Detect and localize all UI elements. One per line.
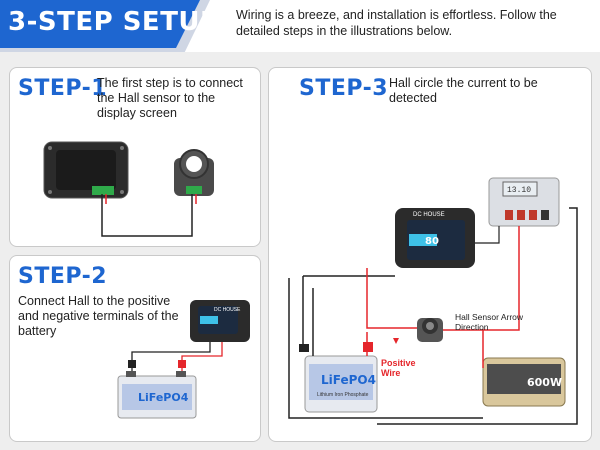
battery-sub: Lithium Iron Phosphate [317, 392, 369, 398]
step-2-text: Connect Hall to the positive and negativ… [18, 294, 179, 338]
step-1-text: The first step is to connect the Hall se… [97, 76, 243, 120]
header-banner [0, 0, 200, 48]
wire-red-positive [366, 268, 417, 329]
step-3-illustration: 13.10 80 DC HOUSE LiFePO4 Lithium Iron P… [288, 177, 578, 425]
inverter-power: 600W [527, 376, 562, 389]
step-3-title: STEP-3 [299, 76, 389, 101]
step-2-illustration: DC HOUSE LiFePO4 [117, 300, 250, 419]
step-3-text: Hall circle the current to be detected [389, 76, 538, 105]
step-2-title: STEP-2 [18, 264, 108, 289]
step-1-title: STEP-1 [18, 76, 108, 101]
arrow-icon [393, 338, 399, 344]
wire-black-main [288, 278, 483, 419]
positive-wire-label: Positive Wire [381, 358, 416, 378]
battery-brand: LiFePO4 [321, 373, 376, 387]
step-1-panel: STEP-1 The first step is to connect the … [9, 67, 261, 247]
page-title: 3-STEP SETUP [8, 7, 220, 37]
step-1-illustration [43, 141, 214, 237]
wire-positive [181, 342, 223, 371]
header: 3-STEP SETUP Wiring is a breeze, and ins… [0, 0, 600, 52]
controller-readout: 13.10 [507, 186, 531, 195]
battery-brand: LiFePO4 [138, 391, 189, 404]
step-2-panel: STEP-2 Connect Hall to the positive and … [9, 255, 261, 442]
header-description: Wiring is a breeze, and installation is … [236, 8, 557, 38]
display-value: 80 [425, 236, 439, 247]
display-terminal [92, 186, 114, 195]
hall-sensor-direction-label: Hall Sensor Arrow Direction [455, 312, 524, 332]
display-brand: DC HOUSE [214, 307, 241, 313]
step-3-panel: STEP-3 Hall circle the current to be det… [268, 67, 592, 442]
wire-black [101, 194, 193, 237]
display-brand: DC HOUSE [413, 212, 445, 218]
